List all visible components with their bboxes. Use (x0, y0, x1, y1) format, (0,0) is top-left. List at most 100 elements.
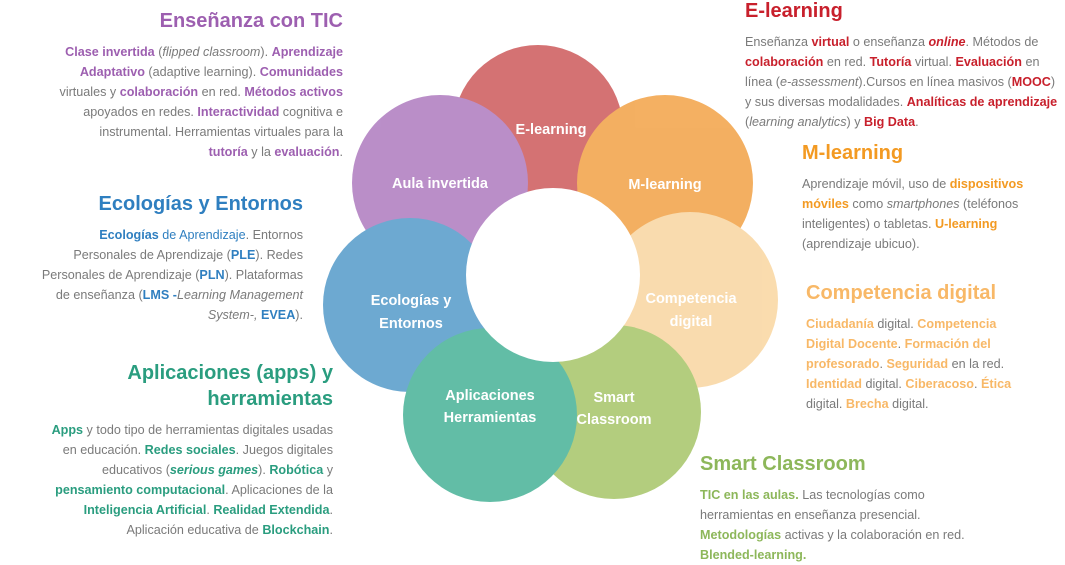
label-competencia-1: Competencia (645, 291, 737, 307)
label-mlearning: M-learning (628, 177, 701, 193)
highlight-term: pensamiento computacional (55, 483, 226, 497)
text-segment: ( (154, 45, 163, 59)
highlight-term: MOOC (1011, 75, 1051, 89)
highlight-term: Inteligencia Artificial (83, 503, 207, 517)
text-segment: Aplicación educativa de (126, 523, 263, 537)
text-segment: ). Redes (255, 248, 303, 262)
text-segment: learning analytics (749, 115, 847, 129)
highlight-term: Redes sociales (144, 443, 236, 457)
text-segment: Enseñanza (745, 35, 812, 49)
highlight-term: Brecha (845, 397, 889, 411)
text-segment: línea ( (745, 75, 781, 89)
block-heading: Competencia digital (806, 282, 997, 304)
text-segment: . Entornos (245, 228, 303, 242)
highlight-term: TIC en las aulas. (700, 488, 799, 502)
highlight-term: EVEA (261, 308, 296, 322)
text-line: Personales de Aprendizaje (PLN). Platafo… (42, 265, 303, 285)
highlight-term: colaboración (745, 55, 824, 69)
highlight-term: Aprendizaje (271, 45, 343, 59)
block-heading: E-learning (745, 0, 843, 22)
highlight-term: Identidad (806, 377, 862, 391)
text-segment: digital. (888, 397, 929, 411)
text-segment: . Juegos digitales (235, 443, 333, 457)
text-segment: Las tecnologías como (798, 488, 925, 502)
text-segment: y todo tipo de herramientas digitales us… (83, 423, 333, 437)
text-line: de enseñanza (LMS -Learning Management (42, 285, 303, 305)
text-line: Digital Docente. Formación del (806, 334, 1011, 354)
highlight-term: evaluación (274, 145, 340, 159)
highlight-term: PLE (230, 248, 256, 262)
text-segment: como (848, 197, 887, 211)
text-segment: . (897, 337, 905, 351)
text-segment: en educación. (62, 443, 145, 457)
text-segment: ) (1050, 75, 1056, 89)
text-segment: (teléfonos (959, 197, 1019, 211)
text-segment: digital. (861, 377, 906, 391)
highlight-term: Clase invertida (65, 45, 155, 59)
text-segment: apoyados en redes. (83, 105, 198, 119)
text-line: digital. Brecha digital. (806, 394, 1011, 414)
text-line: Metodologías activas y la colaboración e… (700, 525, 965, 545)
text-segment: cognitiva e (279, 105, 343, 119)
text-segment: Personales de Aprendizaje ( (73, 248, 231, 262)
highlight-term: Tutoría (869, 55, 912, 69)
label-smart-1: Smart (593, 390, 634, 406)
highlight-term: colaboración (119, 85, 199, 99)
label-elearning: E-learning (516, 122, 587, 138)
highlight-term: Interactividad (197, 105, 280, 119)
highlight-term: Formación del (904, 337, 991, 351)
text-line: Adaptativo (adaptive learning). Comunida… (60, 62, 343, 82)
block-heading: Enseñanza con TIC (159, 10, 343, 32)
highlight-term: Ciudadanía (806, 317, 874, 331)
text-segment: . (879, 357, 887, 371)
label-aplicaciones-1: Aplicaciones (445, 388, 534, 404)
text-line: Apps y todo tipo de herramientas digital… (52, 420, 333, 440)
text-segment: y la (247, 145, 275, 159)
text-segment: en red. (198, 85, 245, 99)
text-line: y sus diversas modalidades. Analíticas d… (745, 92, 1057, 112)
highlight-term: Realidad Extendida (213, 503, 330, 517)
highlight-term: Digital Docente (806, 337, 898, 351)
text-line: (learning analytics) y Big Data. (745, 112, 1057, 132)
text-line: Aprendizaje móvil, uso de dispositivos (802, 174, 1023, 194)
text-segment: ). Plataformas (224, 268, 303, 282)
highlight-term: Ecologías (99, 228, 159, 242)
text-segment: . Métodos de (965, 35, 1039, 49)
highlight-term: Apps (51, 423, 84, 437)
text-line: colaboración en red. Tutoría virtual. Ev… (745, 52, 1057, 72)
text-segment: . (329, 503, 334, 517)
text-segment: en la red. (948, 357, 1005, 371)
text-segment: ) y (846, 115, 865, 129)
highlight-term: online (928, 35, 966, 49)
block-heading: Ecologías y Entornos (98, 193, 303, 215)
text-line: herramientas en enseñanza presencial. (700, 505, 965, 525)
circle-aplicaciones (403, 328, 577, 502)
highlight-term: U-learning (935, 217, 998, 231)
text-segment: e-assessment (780, 75, 859, 89)
highlight-term: LMS (142, 288, 170, 302)
highlight-term: Big Data (864, 115, 916, 129)
highlight-term: Analíticas de aprendizaje (906, 95, 1058, 109)
highlight-term: tutoría (208, 145, 248, 159)
text-segment: . (329, 523, 334, 537)
text-segment: herramientas en enseñanza presencial. (700, 508, 921, 522)
text-line: apoyados en redes. Interactividad cognit… (60, 102, 343, 122)
text-line: Blended-learning. (700, 545, 965, 565)
text-segment: digital. (873, 317, 918, 331)
label-aplicaciones-2: Herramientas (444, 410, 537, 426)
text-segment: y (323, 463, 333, 477)
text-segment: en red. (823, 55, 870, 69)
text-line: Aplicación educativa de Blockchain. (52, 520, 333, 540)
label-aula-invertida: Aula invertida (392, 176, 489, 192)
text-segment: instrumental. Herramientas virtuales par… (99, 125, 343, 139)
circle-smart-classroom (527, 325, 701, 499)
text-segment: ). (258, 463, 270, 477)
text-line: inteligentes) o tabletas. U-learning (802, 214, 1023, 234)
text-line: Enseñanza virtual o enseñanza online. Mé… (745, 32, 1057, 52)
text-line: línea (e-assessment).Cursos en línea mas… (745, 72, 1057, 92)
